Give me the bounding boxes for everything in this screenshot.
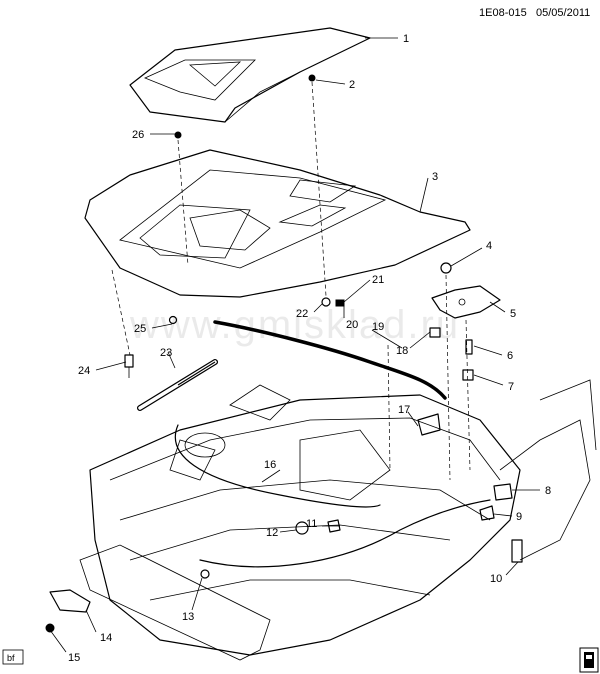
hood — [84, 149, 471, 298]
footer-tag: bf — [2, 649, 24, 665]
bracket-10 — [511, 539, 523, 563]
callout-labels: 1 2 3 4 5 6 7 8 9 10 11 12 13 14 15 16 1… — [68, 33, 551, 664]
callout-24: 24 — [78, 365, 90, 377]
clip-11 — [327, 519, 341, 533]
vehicle-icon — [579, 647, 599, 673]
callout-8: 8 — [545, 485, 551, 497]
callout-6: 6 — [507, 350, 513, 362]
callout-20: 20 — [346, 319, 358, 331]
callout-22: 22 — [296, 308, 308, 320]
release-handle-17 — [417, 413, 441, 436]
callout-15: 15 — [68, 652, 80, 664]
callout-21: 21 — [372, 274, 384, 286]
callout-10: 10 — [490, 573, 502, 585]
bolt-4 — [440, 262, 452, 274]
alignment-lines — [111, 81, 471, 481]
bolt-6 — [465, 339, 473, 355]
callout-23: 23 — [160, 347, 172, 359]
fastener-2 — [308, 74, 316, 82]
doc-date: 05/05/2011 — [536, 7, 590, 19]
latch-8 — [493, 483, 513, 501]
callout-16: 16 — [264, 459, 276, 471]
bumper-12 — [295, 521, 309, 535]
clip-9 — [479, 505, 495, 521]
bumper-20 — [335, 299, 345, 307]
callout-25: 25 — [134, 323, 146, 335]
callout-9: 9 — [516, 511, 522, 523]
callout-2: 2 — [349, 79, 355, 91]
bolt-15 — [45, 623, 55, 633]
callout-7: 7 — [508, 381, 514, 393]
leader-lines — [49, 37, 540, 653]
hood-hinge — [431, 285, 501, 319]
bumper-7 — [462, 369, 474, 381]
hood-insert-panel — [129, 27, 371, 123]
engine-compartment — [79, 379, 597, 661]
callout-4: 4 — [486, 240, 492, 252]
callout-5: 5 — [510, 308, 516, 320]
callout-14: 14 — [100, 632, 112, 644]
fastener-24 — [124, 354, 134, 378]
hood-strut — [137, 359, 218, 411]
callout-19: 19 — [372, 321, 384, 333]
release-cable — [174, 424, 491, 568]
fastener-22 — [321, 297, 331, 307]
callout-13: 13 — [182, 611, 194, 623]
callout-1: 1 — [403, 33, 409, 45]
callout-17: 17 — [398, 404, 410, 416]
bracket-14 — [49, 589, 91, 613]
callout-3: 3 — [432, 171, 438, 183]
callout-12: 12 — [266, 527, 278, 539]
callout-11: 11 — [306, 518, 317, 530]
footer-tag-text: bf — [7, 653, 15, 663]
fastener-25 — [168, 315, 178, 325]
callout-18: 18 — [396, 345, 408, 357]
clip-13 — [200, 569, 210, 579]
hood-seal — [213, 320, 447, 400]
callout-26: 26 — [132, 129, 144, 141]
fastener-26 — [174, 131, 182, 139]
doc-id: 1E08-015 — [479, 7, 527, 19]
